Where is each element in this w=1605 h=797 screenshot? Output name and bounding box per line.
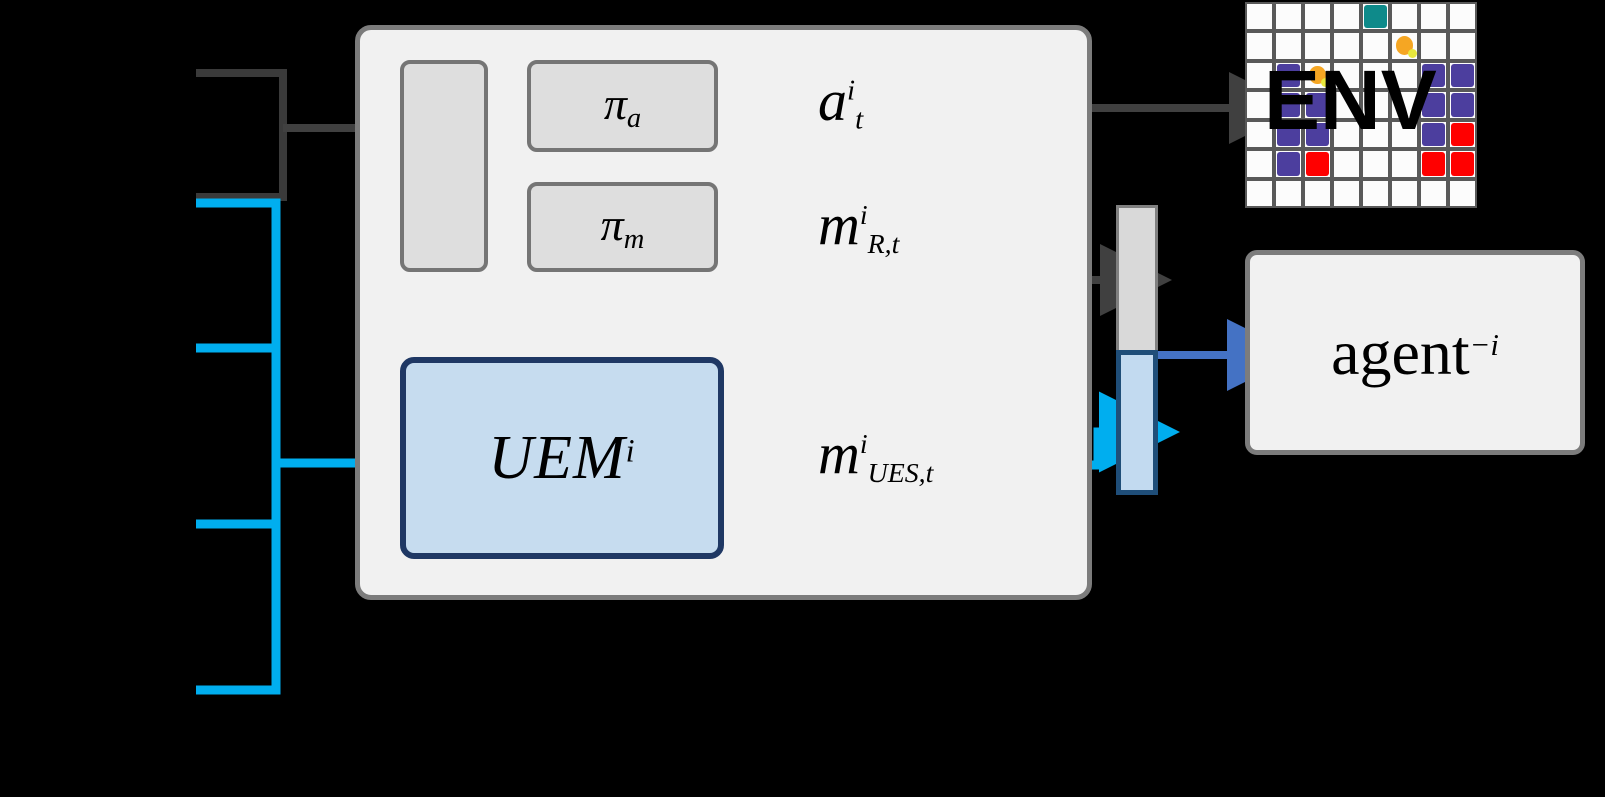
env-grid-cell [1303,2,1332,32]
message-ues-label: miUES,t [818,425,933,488]
env-grid-cell [1390,60,1419,91]
env-grid-cell [1332,149,1361,179]
env-grid-cell [1245,31,1274,61]
env-grid-cell [1361,90,1390,120]
message-r-superscript: i [859,199,868,231]
policy-message-block[interactable]: πm [527,182,718,272]
env-grid-cell [1332,60,1361,91]
env-grid-cell [1419,31,1448,61]
env-grid-cell [1390,178,1419,208]
env-grid-cells [1245,2,1477,208]
env-grid-cell [1274,2,1303,32]
env-grid-cell [1245,149,1274,179]
encoder-block[interactable] [400,60,488,272]
env-grid-filled-cell [1422,63,1445,88]
env-grid-filled-cell [1306,122,1329,147]
other-agent-label: agent−i [1250,255,1580,450]
env-grid-cell [1390,149,1419,179]
env-grid-cell [1448,31,1477,61]
uem-superscript: i [625,431,636,468]
env-grid-filled-cell [1451,63,1474,88]
env-grid-filled-cell [1277,93,1300,117]
encoder-block-label [404,64,484,268]
env-grid-cell [1448,2,1477,32]
message-bar-ues-slot[interactable] [1116,350,1158,495]
env-grid-cell [1303,178,1332,208]
message-ues-base: m [818,421,860,486]
env-grid-cell [1419,2,1448,32]
uem-block[interactable]: UEMi [400,357,724,559]
message-ues-subscript: UES,t [867,457,934,489]
env-grid-filled-cell [1422,93,1445,117]
action-superscript: i [847,74,856,107]
other-agent-base: agent [1331,316,1470,388]
env-grid-filled-cell [1306,93,1329,117]
env-agent-marker [1321,78,1330,88]
policy-action-base: π [603,78,627,129]
env-grid-cell [1332,178,1361,208]
env-grid-filled-cell [1451,93,1474,117]
action-base: a [818,68,847,133]
env-grid-filled-cell [1422,122,1445,147]
env-grid-filled-cell [1364,5,1387,29]
uem-block-label: UEMi [406,363,718,553]
message-r-base: m [818,192,860,257]
policy-message-label: πm [531,186,714,268]
env-label: ENV [1264,53,1437,147]
message-bar-reward-slot[interactable] [1116,205,1158,355]
env-grid-cell [1448,178,1477,208]
env-grid-cell [1419,178,1448,208]
env-grid-cell [1332,2,1361,32]
env-grid-cell [1245,90,1274,120]
observation-bracket [196,69,444,201]
message-r-label: miR,t [818,196,899,259]
env-grid-cell [1245,2,1274,32]
env-grid-cell [1361,119,1390,150]
env-grid-cell [1390,31,1419,61]
env-grid-filled-cell [1451,152,1474,176]
env-grid-cell [1245,60,1274,91]
env-grid-cell [1303,31,1332,61]
uem-base: UEM [488,423,626,492]
policy-message-base: π [600,199,624,250]
policy-action-sub: a [626,102,642,134]
env-grid-filled-cell [1451,122,1474,147]
env-grid-cell [1332,119,1361,150]
env-grid-cell [1361,149,1390,179]
other-agent-superscript: −i [1469,327,1499,362]
env-grid-cell [1361,60,1390,91]
env-grid-filled-cell [1277,63,1300,88]
env-agent-marker [1408,48,1417,58]
env-grid-cell [1390,119,1419,150]
env-grid-filled-cell [1422,152,1445,176]
other-agent-box[interactable]: agent−i [1245,250,1585,455]
env-grid-filled-cell [1306,152,1329,176]
env-grid-cell [1361,31,1390,61]
env-grid-cell [1332,31,1361,61]
env-grid-cell [1245,119,1274,150]
env-grid-cell [1332,90,1361,120]
env-grid-filled-cell [1277,152,1300,176]
env-grid-cell [1390,2,1419,32]
env-grid-filled-cell [1277,122,1300,147]
policy-action-block[interactable]: πa [527,60,718,152]
env-grid-cell [1390,90,1419,120]
env-grid-cell [1274,178,1303,208]
message-r-subscript: R,t [867,228,900,260]
action-label: ait [818,72,863,135]
message-ues-superscript: i [859,428,868,460]
action-subscript: t [855,103,864,136]
env-grid-cell [1245,178,1274,208]
policy-message-sub: m [623,223,645,255]
env-grid-cell [1361,178,1390,208]
env-grid-cell [1274,31,1303,61]
policy-action-label: πa [531,64,714,148]
